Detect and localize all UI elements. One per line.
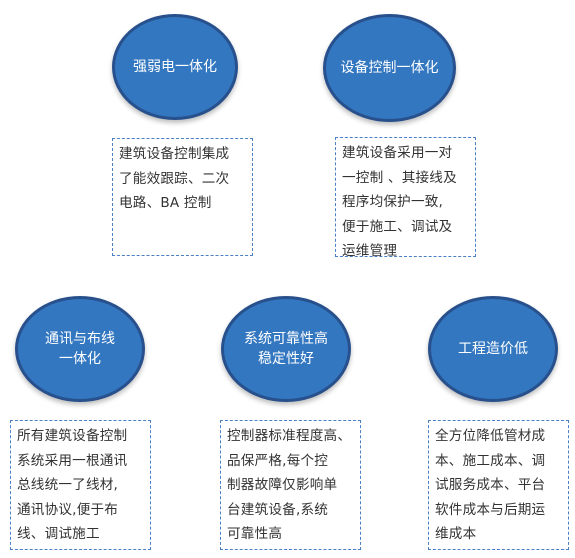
node-circle-low-cost: 工程造价低	[428, 296, 558, 402]
node-title-line: 一体化	[59, 351, 101, 367]
node-title-line: 设备控制一体化	[340, 60, 439, 76]
node-desc-strong-weak: 建筑设备控制集成 了能效跟踪、二次 电路、BA 控制	[112, 138, 253, 256]
node-title-line: 强弱电一体化	[133, 59, 217, 75]
node-title-line: 工程造价低	[458, 341, 528, 357]
node-circle-equip-control: 设备控制一体化	[323, 14, 456, 122]
node-desc-reliability: 控制器标准程度高、 品保严格,每个控 制器故障仅影响单 台建筑设备,系统 可靠性…	[220, 420, 361, 550]
node-title-line: 系统可靠性高	[244, 331, 328, 347]
node-title-line: 稳定性好	[258, 351, 314, 367]
node-circle-comm-wiring: 通讯与布线 一体化	[15, 296, 145, 402]
node-circle-strong-weak: 强弱电一体化	[112, 14, 238, 120]
node-title-line: 通讯与布线	[45, 331, 115, 347]
node-circle-reliability: 系统可靠性高 稳定性好	[221, 296, 351, 402]
node-desc-equip-control: 建筑设备采用一对 一控制 、其接线及 程序均保护一致, 便于施工、调试及 运维管…	[335, 137, 476, 259]
node-desc-comm-wiring: 所有建筑设备控制 系统采用一根通讯 总线统一了线材, 通讯协议,便于布 线、调试…	[10, 420, 151, 550]
node-desc-low-cost: 全方位降低管材成 本、施工成本、调 试服务成本、平台 软件成本与后期运 维成本	[428, 420, 569, 550]
